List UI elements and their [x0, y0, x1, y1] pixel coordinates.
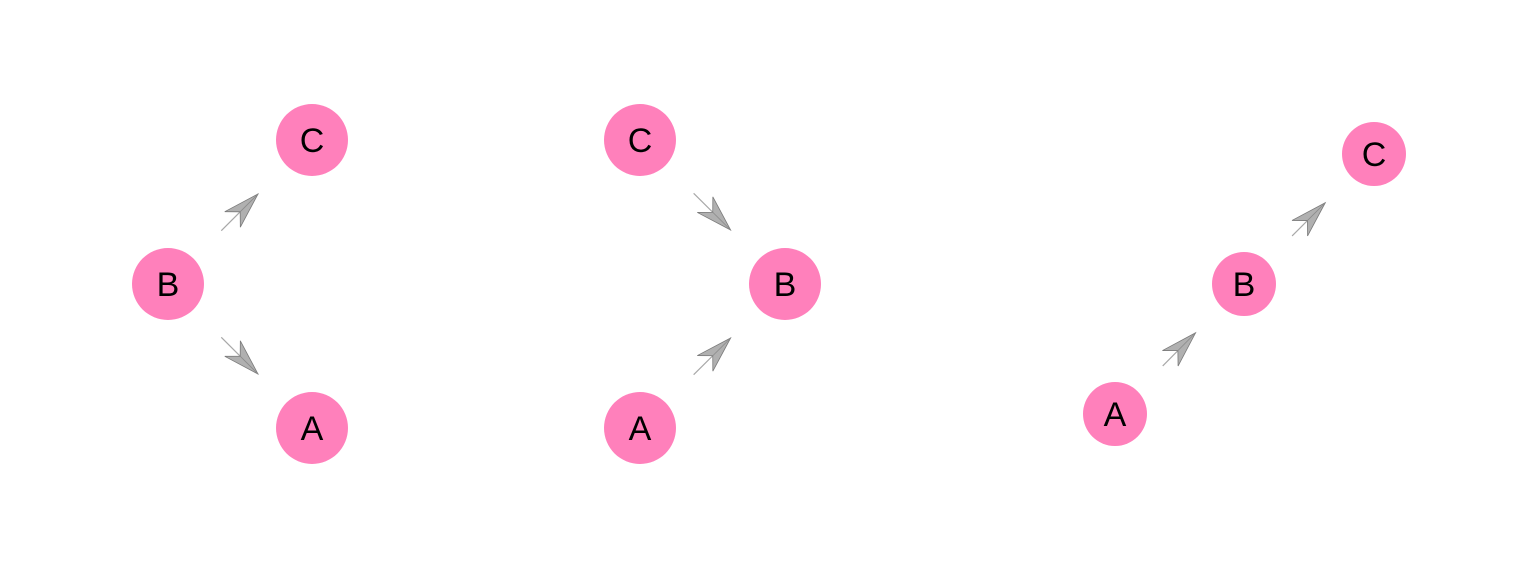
node-label: A: [301, 410, 324, 448]
node-circle: [604, 104, 676, 176]
node-label: C: [628, 122, 653, 160]
node-circle: [749, 248, 821, 320]
node-label: B: [1233, 266, 1256, 304]
arrowhead-midline: [1177, 332, 1196, 351]
node-A: A: [604, 392, 676, 464]
node-label: C: [300, 122, 325, 160]
graph-2: A B C: [604, 104, 821, 464]
node-A: A: [1083, 382, 1147, 446]
node-C: C: [604, 104, 676, 176]
arrowhead-midline: [239, 355, 259, 375]
arrowhead-midline: [1307, 202, 1326, 221]
graph-3: A B C: [1083, 122, 1406, 446]
arrowhead-midline: [712, 211, 731, 231]
node-circle: [1342, 122, 1406, 186]
node-circle: [276, 392, 348, 464]
arrowhead-midline: [239, 193, 259, 213]
node-label: A: [629, 410, 652, 448]
edge-B-to-C: [220, 193, 259, 232]
node-circle: [1083, 382, 1147, 446]
node-B: B: [749, 248, 821, 320]
node-label: A: [1104, 396, 1127, 434]
node-B: B: [1212, 252, 1276, 316]
edge-A-to-B: [693, 337, 732, 376]
arrowhead-midline: [712, 337, 731, 357]
node-B: B: [132, 248, 204, 320]
node-circle: [276, 104, 348, 176]
node-A: A: [276, 392, 348, 464]
node-circle: [604, 392, 676, 464]
node-circle: [132, 248, 204, 320]
node-circle: [1212, 252, 1276, 316]
edge-B-to-A: [220, 336, 259, 375]
node-C: C: [1342, 122, 1406, 186]
node-C: C: [276, 104, 348, 176]
edge-B-to-C: [1291, 201, 1327, 237]
edge-C-to-B: [693, 192, 732, 231]
node-label: B: [157, 266, 180, 304]
node-label: C: [1362, 136, 1387, 174]
graph-1: A B C: [132, 104, 348, 464]
node-label: B: [774, 266, 797, 304]
edge-A-to-B: [1162, 331, 1197, 367]
